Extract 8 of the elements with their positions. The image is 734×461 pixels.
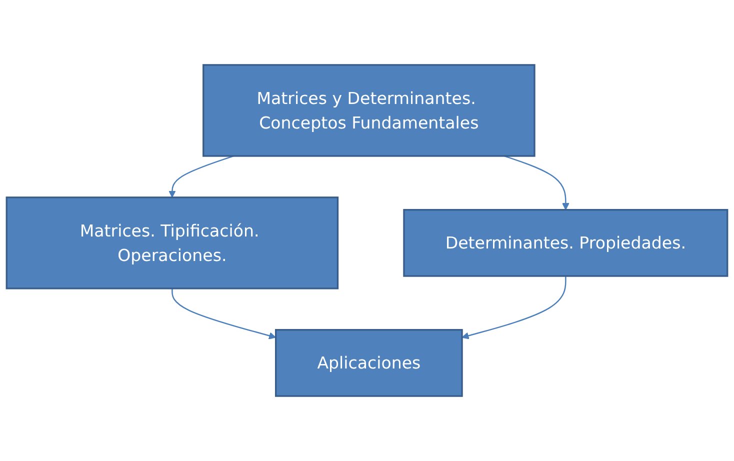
arrow [462,276,566,340]
arrow [168,155,234,198]
node-box: Aplicaciones [275,329,463,397]
node-box: Determinantes. Propiedades. [403,208,728,277]
node-box: Matrices y Determinantes. Conceptos Fundamentales [202,64,536,157]
arrow [172,288,276,340]
node-box: Matrices. Tipificación. Operaciones. [6,196,339,290]
arrow [504,155,570,210]
